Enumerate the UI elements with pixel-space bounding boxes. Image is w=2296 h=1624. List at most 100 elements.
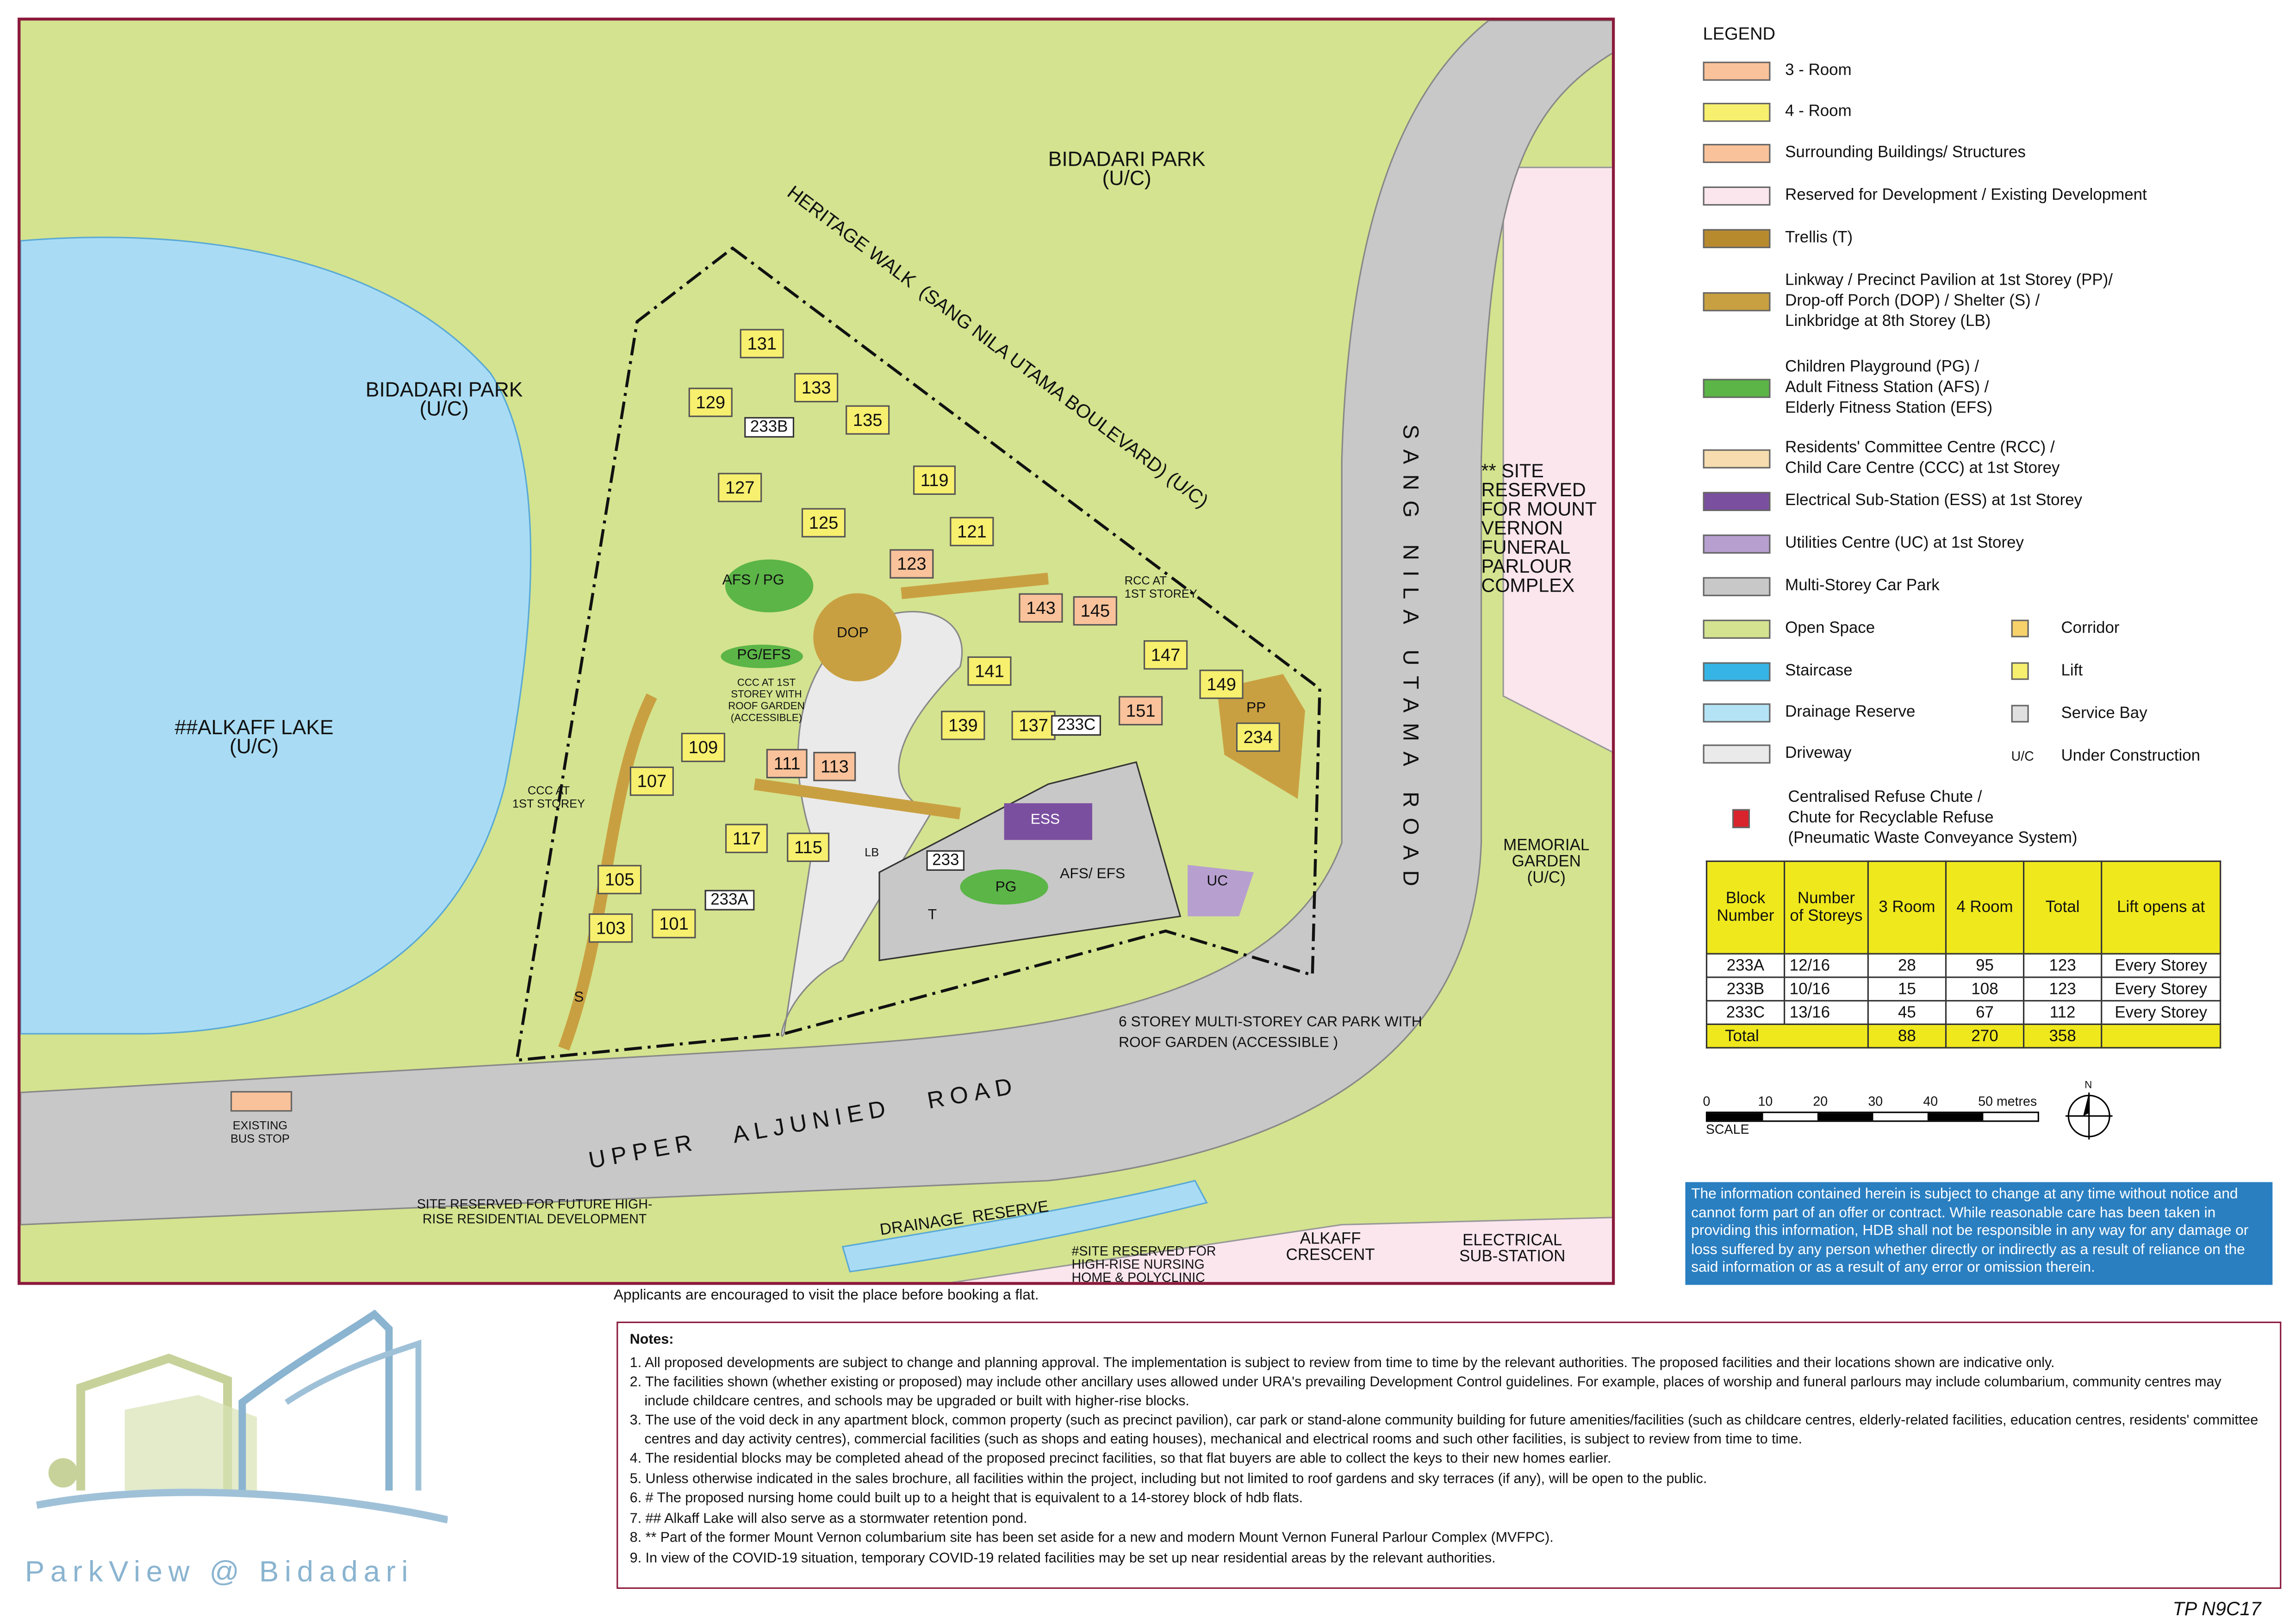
- label-afs-efs: AFS/ EFS: [1060, 866, 1126, 883]
- legend-label: 4 - Room: [1785, 103, 1852, 121]
- block-131: 131: [740, 329, 784, 358]
- legend-swatch: [1732, 808, 1750, 828]
- precinct-tag-233A: 233A: [704, 890, 754, 911]
- legend-item: Linkway / Precinct Pavilion at 1st Store…: [1703, 270, 2113, 332]
- legend-swatch: [1703, 449, 1771, 468]
- logo-text: ParkView @ Bidadari: [25, 1556, 414, 1589]
- legend-swatch: [1703, 661, 1771, 681]
- th: Block Number: [1705, 860, 1786, 955]
- scale-tick: 40: [1923, 1094, 1938, 1109]
- cell: Total: [1705, 1023, 1869, 1049]
- cell: 13/16: [1783, 1000, 1869, 1025]
- th: Number of Storeys: [1783, 860, 1869, 955]
- label-pg: PG: [995, 880, 1017, 896]
- label-pp: PP: [1246, 700, 1266, 717]
- legend-swatch: [1703, 378, 1771, 398]
- th: Lift opens at: [2101, 860, 2221, 955]
- block-101: 101: [652, 909, 696, 938]
- playground-afs-pg: [725, 559, 814, 612]
- block-105: 105: [597, 865, 642, 894]
- legend-swatch: [1703, 743, 1771, 763]
- label-pg-efs: PG/EFS: [737, 647, 791, 664]
- visit-note: Applicants are encouraged to visit the p…: [613, 1287, 1039, 1304]
- note-item: 9. In view of the COVID-19 situation, te…: [629, 1550, 1496, 1566]
- legend-item: 4 - Room: [1703, 101, 1852, 122]
- north-arrow-icon: N: [2066, 1081, 2113, 1143]
- legend-swatch: [2011, 705, 2029, 723]
- uc: [1188, 865, 1254, 917]
- note-item: 6. # The proposed nursing home could bui…: [629, 1490, 1303, 1507]
- legend-item: Centralised Refuse Chute / Chute for Rec…: [1732, 787, 2078, 849]
- block-141: 141: [967, 656, 1012, 686]
- scale-tick: 50 metres: [1978, 1094, 2037, 1109]
- legend-item: Utilities Centre (UC) at 1st Storey: [1703, 533, 2024, 553]
- legend-swatch: [1703, 186, 1771, 205]
- cell: 270: [1945, 1023, 2025, 1049]
- label-bidadari-park-top: BIDADARI PARK (U/C): [1048, 147, 1206, 190]
- precinct-tag-233B: 233B: [744, 417, 794, 438]
- legend-label: Linkway / Precinct Pavilion at 1st Store…: [1785, 271, 2113, 331]
- legend-label: Centralised Refuse Chute / Chute for Rec…: [1788, 788, 2078, 848]
- th: Total: [2023, 860, 2103, 955]
- label-electrical-sub-station: ELECTRICAL SUB-STATION: [1459, 1232, 1566, 1266]
- label-trellis: T: [927, 907, 937, 924]
- cell: 108: [1945, 976, 2025, 1002]
- cell: 10/16: [1783, 976, 1869, 1002]
- legend-swatch: [1703, 143, 1771, 162]
- multi-storey-car-park: [878, 761, 1182, 962]
- label-nursing-home-site: #SITE RESERVED FOR HIGH-RISE NURSING HOM…: [1071, 1243, 1216, 1285]
- legend-label: Driveway: [1785, 744, 1852, 762]
- block-109: 109: [681, 732, 726, 762]
- legend-label: Staircase: [1785, 662, 1853, 680]
- alkaff-lake: [20, 237, 532, 1035]
- block-151: 151: [1119, 696, 1163, 725]
- label-lb: LB: [865, 846, 879, 859]
- playground-pg-efs: [721, 644, 803, 668]
- cell: Every Storey: [2101, 953, 2221, 978]
- cell: 12/16: [1783, 953, 1869, 978]
- note-item: 3. The use of the void deck in any apart…: [629, 1412, 2259, 1448]
- legend-item: Residents' Committee Centre (RCC) / Chil…: [1703, 437, 2060, 479]
- legend-swatch: [1703, 102, 1771, 121]
- legend-label: Reserved for Development / Existing Deve…: [1785, 186, 2147, 204]
- label-ess: ESS: [1030, 812, 1060, 829]
- legend-swatch: [1703, 228, 1771, 248]
- label-ccc-1: CCC AT 1ST STOREY: [512, 784, 585, 811]
- legend-item: Children Playground (PG) / Adult Fitness…: [1703, 357, 1992, 418]
- legend-label: Residents' Committee Centre (RCC) / Chil…: [1785, 439, 2060, 477]
- bus-stop-shelter: [230, 1091, 292, 1112]
- pink-bottom: [951, 1217, 1612, 1282]
- legend-label: Trellis (T): [1785, 229, 1853, 247]
- block-149: 149: [1199, 669, 1244, 699]
- block-107: 107: [629, 766, 674, 796]
- legend-label: Service Bay: [2061, 705, 2147, 723]
- label-uc: UC: [1207, 874, 1228, 890]
- legend-item: Drainage Reserve: [1703, 702, 1916, 722]
- legend-label: Drainage Reserve: [1785, 703, 1916, 721]
- note-item: 1. All proposed developments are subject…: [629, 1355, 2055, 1371]
- block-103: 103: [588, 913, 633, 943]
- legend-label: Corridor: [2061, 619, 2120, 637]
- legend-item: 3 - Room: [1703, 60, 1852, 81]
- reserved-site-right: [1502, 167, 1612, 753]
- block-137: 137: [1011, 711, 1056, 740]
- legend-label: Under Construction: [2061, 747, 2201, 765]
- legend-swatch: [1703, 618, 1771, 638]
- cell: 28: [1867, 953, 1947, 978]
- note-item: 8. ** Part of the former Mount Vernon co…: [629, 1530, 1554, 1547]
- block-127: 127: [718, 473, 762, 502]
- label-memorial-garden: MEMORIAL GARDEN (U/C): [1503, 837, 1590, 887]
- legend-item: Surrounding Buildings/ Structures: [1703, 143, 2026, 163]
- notes-title: Notes:: [629, 1332, 674, 1348]
- cell: [2101, 1023, 2221, 1049]
- site-boundary: [515, 246, 1321, 1062]
- block-139: 139: [941, 711, 985, 740]
- legend-right-item: Lift: [2011, 662, 2083, 680]
- th: 4 Room: [1945, 860, 2025, 955]
- label-alkaff-crescent: ALKAFF CRESCENT: [1286, 1230, 1375, 1265]
